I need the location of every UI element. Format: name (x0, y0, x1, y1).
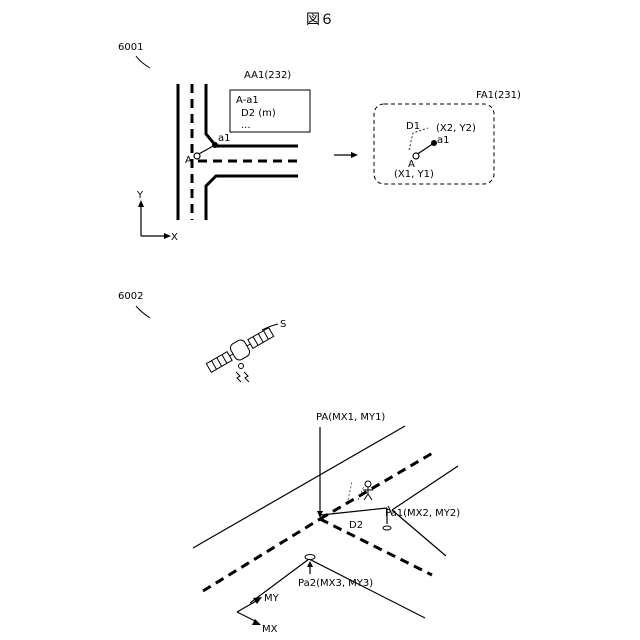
frame-xy2-label: (X2, Y2) (436, 123, 476, 134)
segment-a-a1 (197, 145, 215, 155)
panel-ref-6001: 6001 (118, 42, 143, 53)
axis-y-arrowhead (138, 200, 144, 207)
frame-a1-label: a1 (437, 135, 450, 146)
frame-segment (416, 143, 434, 155)
frame-d1-label: D1 (406, 121, 420, 132)
ref-leader-6001 (136, 56, 150, 68)
point-a-label: A (185, 155, 192, 166)
axis-x-label: X (171, 232, 178, 243)
panel-6002: 6002 S (118, 291, 460, 635)
point-a-marker (194, 153, 200, 159)
axis-y-label: Y (136, 190, 144, 201)
d2-line (321, 508, 387, 515)
figure-title: 図６ (306, 12, 334, 28)
axis-my-line (237, 600, 258, 612)
pa2-pointer-arrowhead (307, 561, 313, 567)
road-edge-lower (206, 176, 298, 220)
frame-label: FA1(231) (476, 90, 521, 101)
info-box-label: AA1(232) (244, 70, 291, 81)
pa-label: PA(MX1, MY1) (316, 412, 385, 423)
axis-mx-line (237, 612, 257, 622)
d2-label: D2 (349, 520, 363, 531)
info-box-line-1: A-a1 (236, 95, 259, 106)
point-a1-label: a1 (218, 133, 231, 144)
info-box-line-3: ... (241, 120, 251, 131)
satellite-label: S (280, 319, 286, 330)
road-centerline-diag (320, 519, 432, 575)
transfer-arrow-head (351, 152, 358, 158)
frame-xy1-label: (X1, Y1) (394, 169, 434, 180)
pa2-label: Pa2(MX3, MY3) (298, 578, 373, 589)
axis-x-arrowhead (164, 233, 171, 239)
satellite-icon (204, 324, 275, 382)
ref-leader-6002 (136, 306, 150, 318)
pa2-marker (305, 555, 315, 560)
info-box-line-2: D2 (m) (241, 108, 276, 119)
pa1-label: Pa1(MX2, MY2) (385, 508, 460, 519)
panel-ref-6002: 6002 (118, 291, 143, 302)
axis-mx-label: MX (262, 624, 278, 635)
pa1-marker (383, 526, 391, 530)
panel-6001: 6001 A a1 AA1(232) A-a1 D2 (m) ... Y X F… (118, 42, 521, 243)
pedestrian-icon (363, 481, 373, 500)
axis-my-label: MY (264, 593, 280, 604)
sightline-left (348, 482, 352, 500)
